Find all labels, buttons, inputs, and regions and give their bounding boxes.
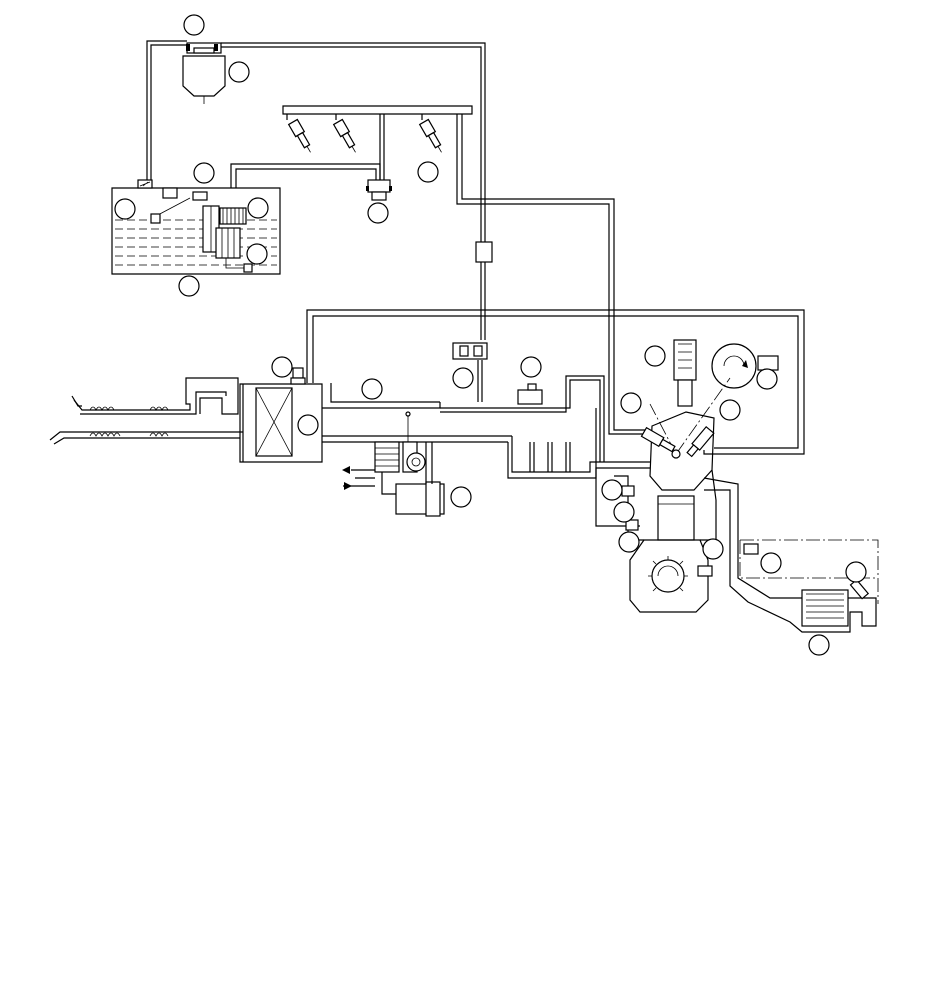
callout-marker	[719, 399, 741, 421]
callout-marker	[620, 392, 642, 414]
callout-marker	[246, 243, 268, 265]
engine	[614, 339, 779, 613]
fuel-rail	[282, 105, 473, 180]
callout-marker	[613, 501, 635, 523]
callout-marker	[297, 414, 319, 436]
exhaust	[703, 477, 879, 633]
callout-marker	[644, 345, 666, 367]
callout-marker	[114, 198, 136, 220]
callout-marker	[271, 356, 293, 378]
idle-air-control-valve	[342, 411, 445, 517]
callout-marker	[228, 61, 250, 83]
callout-marker	[808, 634, 830, 656]
intake-manifold	[507, 375, 650, 527]
callout-markers	[114, 14, 867, 656]
callout-marker	[367, 202, 389, 224]
callout-marker	[452, 367, 474, 389]
callout-marker	[601, 479, 623, 501]
callout-marker	[760, 552, 782, 574]
callout-marker	[417, 161, 439, 183]
injector-2	[332, 118, 356, 153]
fuel-pipes	[146, 40, 650, 435]
injector-1	[287, 118, 311, 153]
solenoid-valve	[452, 241, 493, 360]
callout-marker	[183, 14, 205, 36]
callout-marker	[618, 531, 640, 553]
callout-marker	[361, 378, 383, 400]
callout-marker	[756, 368, 778, 390]
intake-ducts	[49, 367, 560, 463]
callout-marker	[702, 538, 724, 560]
callout-marker	[247, 197, 269, 219]
callout-marker	[178, 275, 200, 297]
callout-marker	[520, 356, 542, 378]
vacuum-lines	[306, 309, 805, 455]
injector-3	[418, 118, 442, 153]
callout-marker	[193, 162, 215, 184]
callout-marker	[845, 561, 867, 583]
fuel-filter	[182, 42, 226, 104]
pressure-regulator	[366, 179, 392, 201]
callout-marker	[450, 486, 472, 508]
